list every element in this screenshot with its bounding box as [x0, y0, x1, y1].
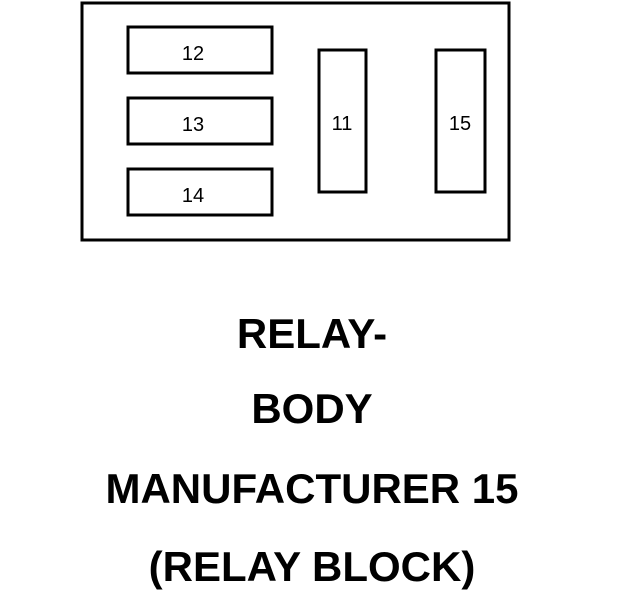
relay-12: 12 [126, 25, 274, 75]
relay-15-box [434, 48, 487, 194]
relay-14-box [126, 167, 274, 217]
relay-13: 13 [126, 96, 274, 146]
relay-11: 11 [317, 48, 368, 194]
relay-11-box [317, 48, 368, 194]
caption-line-relay: RELAY- [236, 310, 388, 357]
relay-block-outline [80, 1, 511, 242]
caption-line-manufacturer: MANUFACTURER 15 [105, 465, 519, 512]
relay-12-label: 12 [182, 43, 204, 65]
relay-12-box [126, 25, 274, 75]
relay-14: 14 [126, 167, 274, 217]
relay-13-label: 13 [182, 114, 204, 136]
relay-13-box [126, 96, 274, 146]
relay-block-diagram: 12 13 14 11 15 [80, 1, 511, 242]
relay-15: 15 [434, 48, 487, 194]
caption-line-relay-block: (RELAY BLOCK) [148, 543, 476, 590]
relay-15-label: 15 [449, 113, 471, 135]
caption-line-body: BODY [251, 385, 373, 432]
relay-14-label: 14 [182, 185, 204, 207]
relay-11-label: 11 [332, 113, 353, 135]
